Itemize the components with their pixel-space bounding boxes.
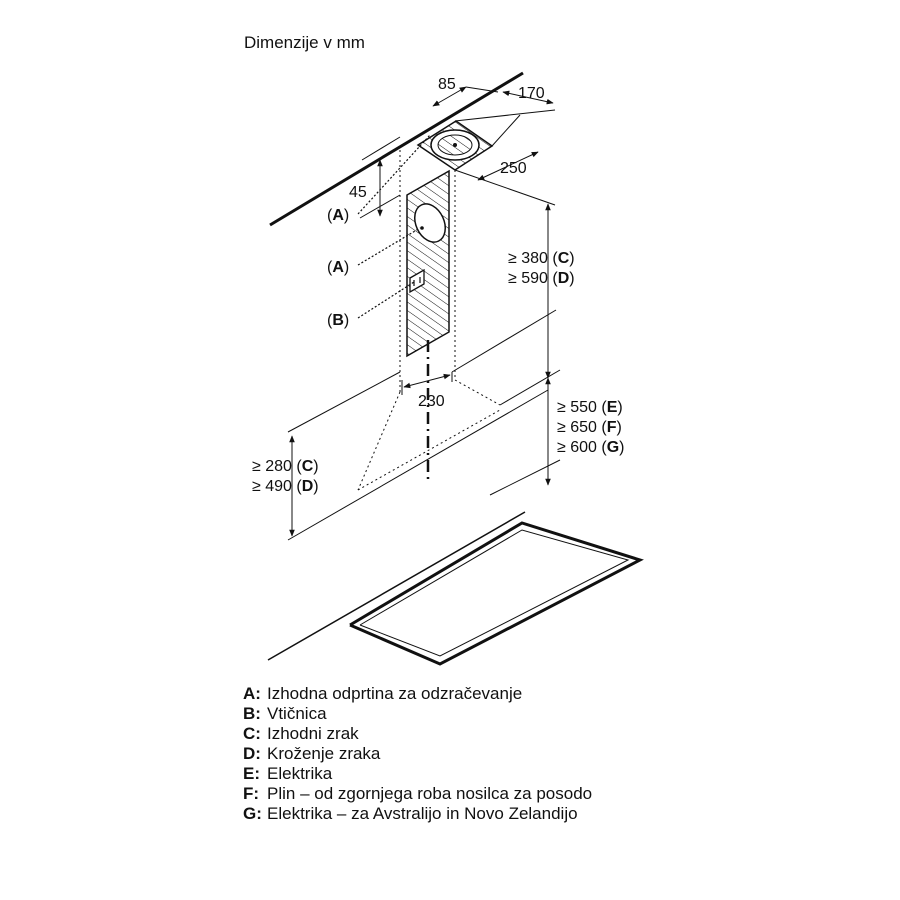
legend-key: A:	[243, 684, 261, 703]
callout-a-vent: (A)	[327, 259, 349, 276]
legend-key: E:	[243, 764, 260, 783]
legend-text: Izhodni zrak	[267, 724, 359, 743]
dim-85: 85	[438, 76, 456, 93]
legend-key: B:	[243, 704, 261, 723]
dim-middle-line: ≥ 600 (G)	[557, 439, 624, 456]
legend-text: Vtičnica	[267, 704, 327, 723]
legend-item: E: Elektrika	[243, 764, 663, 784]
legend-item: D: Kroženje zraka	[243, 744, 663, 764]
legend-key: C:	[243, 724, 261, 743]
legend: A: Izhodna odprtina za odzračevanje B: Vti…	[243, 684, 663, 824]
legend-key: D:	[243, 744, 261, 763]
legend-text: Elektrika	[267, 764, 333, 783]
dim-upper-line: ≥ 590 (D)	[508, 270, 575, 287]
dim-45: 45	[349, 184, 367, 201]
ceiling-bracket	[416, 120, 494, 171]
dim-230: 230	[418, 393, 445, 410]
legend-text: Kroženje zraka	[267, 744, 381, 763]
legend-item: B: Vtičnica	[243, 704, 663, 724]
dim-middle-line: ≥ 650 (F)	[557, 419, 622, 436]
legend-text: Plin – od zgornjega roba nosilca za poso…	[267, 784, 593, 803]
diagram-title: Dimenzije v mm	[244, 33, 365, 52]
dim-lower-line: ≥ 490 (D)	[252, 478, 319, 495]
cooktop	[267, 511, 644, 666]
dim-middle-line: ≥ 550 (E)	[557, 399, 623, 416]
wall-mount-zone	[406, 169, 450, 358]
callout-a-outlet: (A)	[327, 207, 349, 224]
callout-leaders	[357, 134, 431, 319]
dim-lower-vertical: ≥ 280 (C) ≥ 490 (D)	[252, 458, 319, 495]
legend-item: A: Izhodna odprtina za odzračevanje	[243, 684, 663, 704]
legend-item: F: Plin – od zgornjega roba nosilca za po…	[243, 784, 663, 804]
dimension-arrows	[289, 86, 554, 537]
socket-icon	[409, 268, 425, 294]
legend-item: G: Elektrika – za Avstralijo in Novo Zela…	[243, 804, 663, 824]
legend-text: Izhodna odprtina za odzračevanje	[267, 684, 523, 703]
callout-b-socket: (B)	[327, 312, 349, 329]
dim-250: 250	[500, 160, 527, 177]
dim-170: 170	[518, 85, 545, 102]
legend-key: F:	[243, 784, 260, 803]
dim-upper-line: ≥ 380 (C)	[508, 250, 575, 267]
legend-item: C: Izhodni zrak	[243, 724, 663, 744]
dim-lower-line: ≥ 280 (C)	[252, 458, 319, 475]
legend-key: G:	[243, 804, 262, 823]
dim-middle-vertical: ≥ 550 (E) ≥ 650 (F) ≥ 600 (G)	[557, 399, 624, 456]
legend-text: Elektrika – za Avstralijo in Novo Zeland…	[267, 804, 578, 823]
ceiling-line	[269, 71, 524, 227]
dim-upper-vertical: ≥ 380 (C) ≥ 590 (D)	[508, 250, 575, 287]
chimney-outline	[357, 150, 501, 491]
